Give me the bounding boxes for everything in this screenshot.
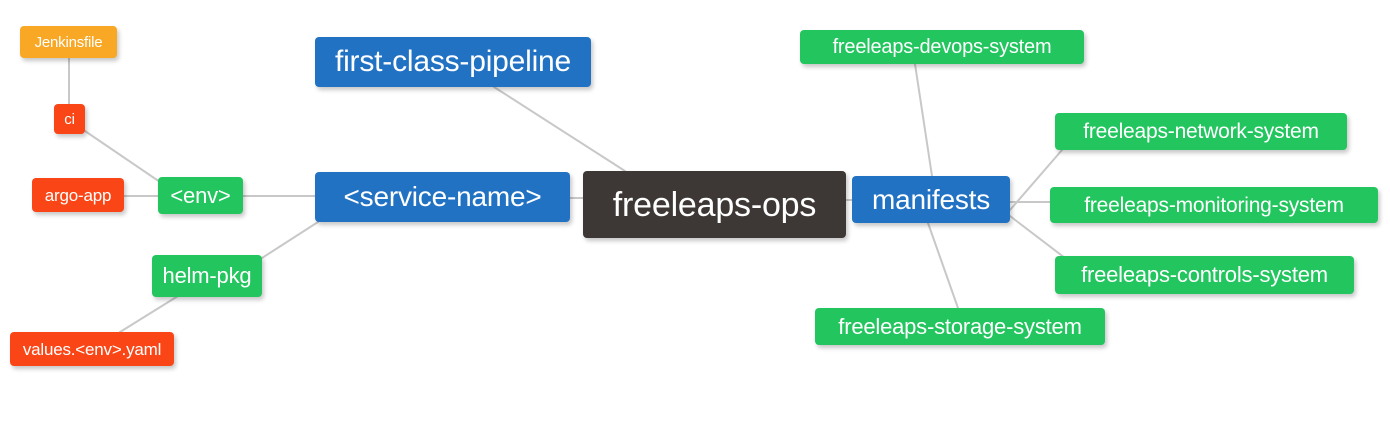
edge-helm-pkg-to-values-env-yaml xyxy=(119,295,179,333)
node-label-freeleaps-ops: freeleaps-ops xyxy=(612,185,817,224)
node-env[interactable]: <env> xyxy=(158,177,243,214)
node-label-manifests: manifests xyxy=(871,183,991,215)
node-freeleaps-controls-system[interactable]: freeleaps-controls-system xyxy=(1055,256,1354,294)
edge-ci-to-env xyxy=(84,130,161,183)
node-jenkinsfile[interactable]: Jenkinsfile xyxy=(20,26,117,58)
node-argo-app[interactable]: argo-app xyxy=(32,178,124,212)
node-label-argo-app: argo-app xyxy=(44,185,112,205)
node-values-env-yaml[interactable]: values.<env>.yaml xyxy=(10,332,174,366)
node-ci[interactable]: ci xyxy=(54,104,85,134)
node-label-service-name: <service-name> xyxy=(343,181,542,212)
node-freeleaps-network-system[interactable]: freeleaps-network-system xyxy=(1055,113,1347,150)
node-label-values-env-yaml: values.<env>.yaml xyxy=(22,339,162,359)
node-label-env: <env> xyxy=(170,182,231,208)
node-label-freeleaps-network-system: freeleaps-network-system xyxy=(1083,120,1319,143)
node-label-freeleaps-storage-system: freeleaps-storage-system xyxy=(838,313,1082,339)
node-freeleaps-ops[interactable]: freeleaps-ops xyxy=(583,171,846,238)
node-label-first-class-pipeline: first-class-pipeline xyxy=(334,45,572,78)
edge-first-class-pipeline-to-freeleaps-ops xyxy=(493,86,626,172)
edge-service-name-to-helm-pkg xyxy=(261,221,319,259)
node-label-ci: ci xyxy=(64,110,75,128)
edge-manifests-to-freeleaps-devops-system xyxy=(914,63,933,177)
node-helm-pkg[interactable]: helm-pkg xyxy=(152,255,262,297)
node-freeleaps-storage-system[interactable]: freeleaps-storage-system xyxy=(815,308,1105,345)
node-label-jenkinsfile: Jenkinsfile xyxy=(34,33,103,51)
node-label-freeleaps-devops-system: freeleaps-devops-system xyxy=(832,36,1052,58)
node-freeleaps-devops-system[interactable]: freeleaps-devops-system xyxy=(800,30,1084,64)
node-manifests[interactable]: manifests xyxy=(852,176,1010,223)
edge-manifests-to-freeleaps-storage-system xyxy=(927,222,959,309)
node-service-name[interactable]: <service-name> xyxy=(315,172,570,222)
node-label-freeleaps-controls-system: freeleaps-controls-system xyxy=(1081,262,1328,287)
node-freeleaps-monitoring-system[interactable]: freeleaps-monitoring-system xyxy=(1050,187,1378,223)
node-label-helm-pkg: helm-pkg xyxy=(162,263,252,288)
node-label-freeleaps-monitoring-system: freeleaps-monitoring-system xyxy=(1084,193,1344,217)
node-first-class-pipeline[interactable]: first-class-pipeline xyxy=(315,37,591,87)
